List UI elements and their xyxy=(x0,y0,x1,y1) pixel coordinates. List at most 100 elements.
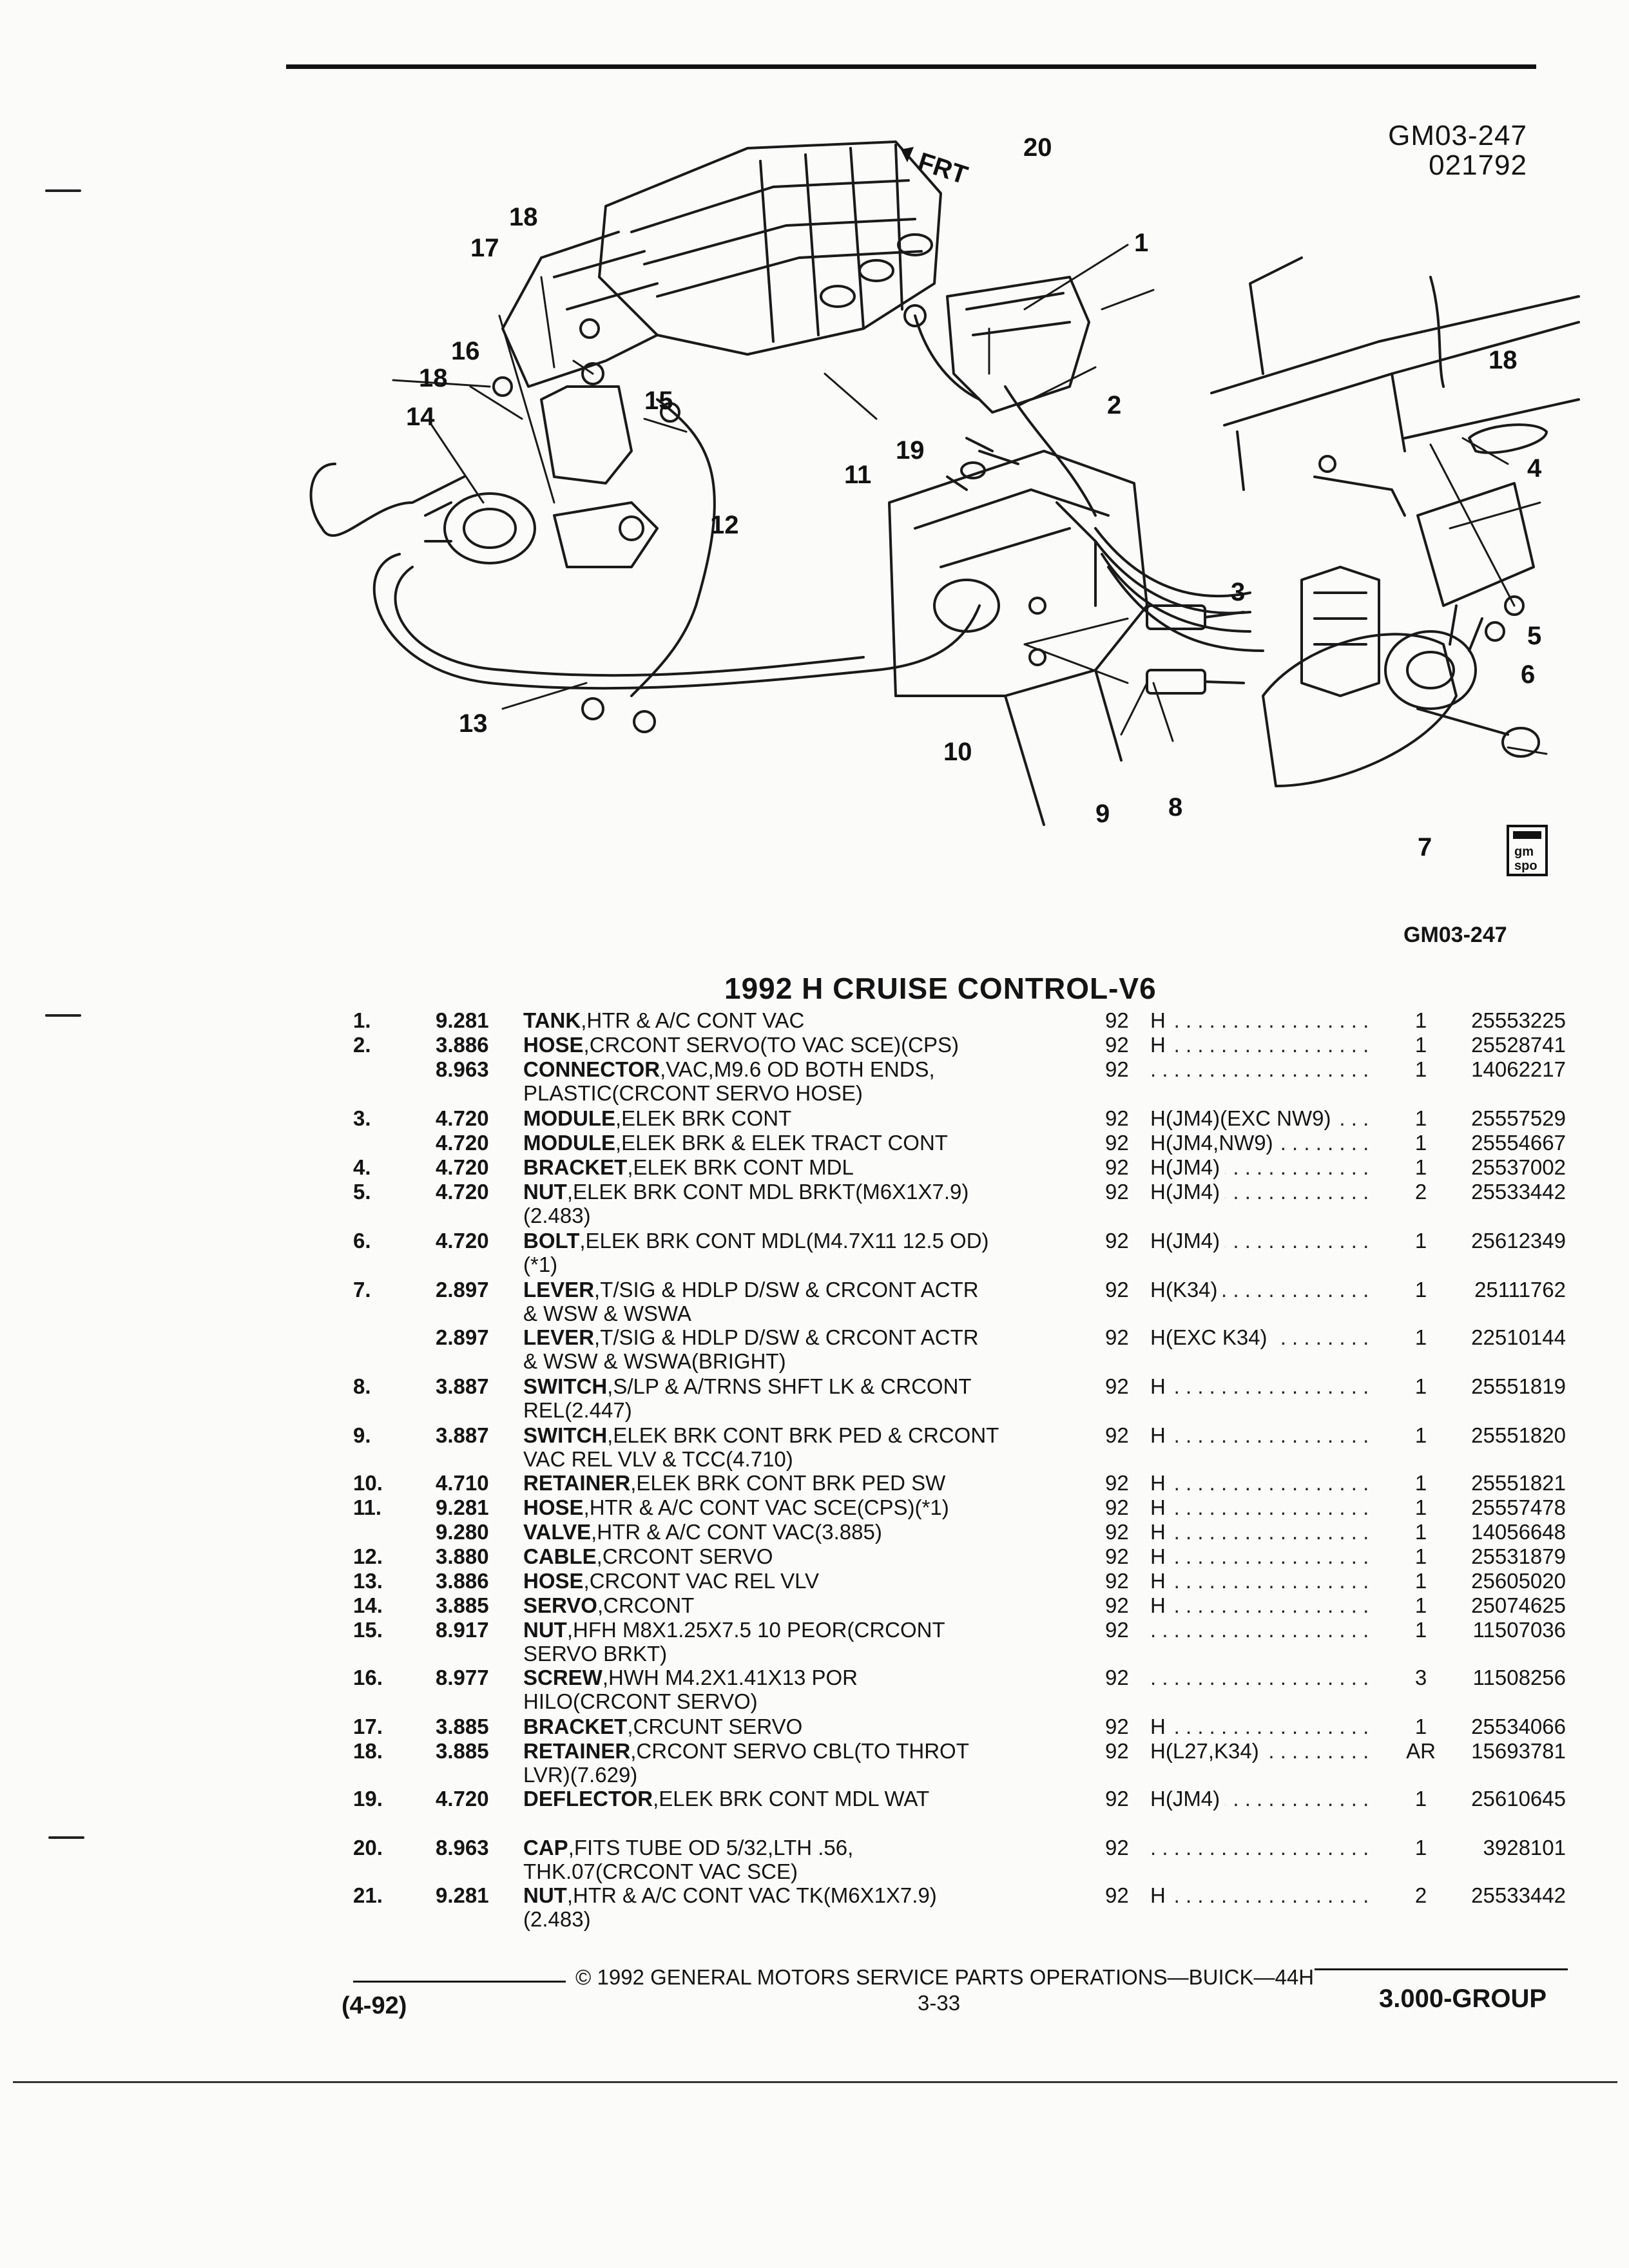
quantity: 1 xyxy=(1414,1057,1427,1081)
part-name: DEFLECTOR xyxy=(523,1787,653,1811)
quantity: 1 xyxy=(1414,1787,1427,1811)
model-year: 92 xyxy=(1105,1520,1129,1544)
badge-line-2: spo xyxy=(1514,859,1537,873)
quantity: 1 xyxy=(1414,1131,1427,1155)
model-year: 92 xyxy=(1105,1008,1129,1032)
part-description: HOSE,CRCONT VAC REL VLV xyxy=(523,1570,819,1593)
frt-label: FRT xyxy=(914,148,971,190)
model-year: 92 xyxy=(1105,1229,1129,1253)
footer-rule-left xyxy=(353,1981,566,1983)
dot-leader: . . . . . . . . . . . . . . . . . . . . … xyxy=(1150,1521,1369,1544)
margin-mark xyxy=(45,1014,81,1017)
engine-intake-manifold xyxy=(501,140,942,388)
model-code: H xyxy=(1150,1715,1171,1738)
part-description: CABLE,CRCONT SERVO xyxy=(523,1545,773,1568)
group-number: 3.887 xyxy=(436,1374,489,1398)
part-number: 3928101 xyxy=(1483,1836,1566,1860)
part-name: NUT xyxy=(523,1883,567,1907)
part-name: CABLE xyxy=(523,1544,597,1568)
dot-leader: . . . . . . . . . . . . . . . . . . . . … xyxy=(1150,1472,1369,1495)
ebcm-module xyxy=(1300,276,1548,697)
part-detail: ,ELEK BRK CONT MDL BRKT(M6X1X7.9) xyxy=(566,1180,969,1204)
callout-13: 13 xyxy=(459,709,488,738)
item-number: 7. xyxy=(353,1278,371,1302)
model-code: H xyxy=(1150,1033,1171,1057)
dot-leader: . . . . . . . . . . . . . . . . . . . . … xyxy=(1150,1375,1369,1398)
part-name: BRACKET xyxy=(523,1715,628,1738)
callout-10: 10 xyxy=(943,738,972,766)
callout-9: 9 xyxy=(1095,800,1110,828)
model-year: 92 xyxy=(1105,1715,1129,1738)
part-number: 25537002 xyxy=(1471,1155,1566,1179)
part-description: LEVER,T/SIG & HDLP D/SW & CRCONT ACTR xyxy=(523,1278,979,1302)
page-number: 3-33 xyxy=(918,1991,961,2015)
wiring-harness xyxy=(1094,527,1264,652)
part-detail: ,VAC,M9.6 OD BOTH ENDS, xyxy=(660,1057,935,1081)
item-number: 1. xyxy=(353,1008,371,1032)
part-description: MODULE,ELEK BRK & ELEK TRACT CONT xyxy=(523,1131,948,1155)
group-number: 8.963 xyxy=(436,1057,489,1081)
callout-19: 18 xyxy=(1489,346,1518,374)
part-description: SWITCH,ELEK BRK CONT BRK PED & CRCONT xyxy=(523,1424,999,1447)
group-number: 4.710 xyxy=(436,1471,489,1495)
model-code: H xyxy=(1150,1496,1171,1519)
part-number: 14062217 xyxy=(1471,1057,1566,1081)
part-detail: ,HTR & A/C CONT VAC TK(M6X1X7.9) xyxy=(566,1883,937,1907)
quantity: 1 xyxy=(1414,1569,1427,1593)
dot-leader: . . . . . . . . . . . . . . . . . . . . … xyxy=(1150,1496,1369,1519)
vacuum-tank xyxy=(903,276,1090,414)
part-name: BRACKET xyxy=(523,1155,628,1179)
part-name: MODULE xyxy=(523,1106,615,1130)
part-description: BRACKET,CRCUNT SERVO xyxy=(523,1715,802,1738)
model-year: 92 xyxy=(1105,1131,1129,1155)
group-number: 3.886 xyxy=(436,1569,489,1593)
model-code: H(JM4) xyxy=(1150,1787,1226,1811)
quantity: 1 xyxy=(1414,1106,1427,1130)
model-year: 92 xyxy=(1105,1374,1129,1398)
group-number: 4.720 xyxy=(436,1131,489,1155)
callout-2: 2 xyxy=(1107,391,1121,419)
part-number: 25531879 xyxy=(1471,1544,1566,1568)
part-detail: ,HFH M8X1.25X7.5 10 PEOR(CRCONT xyxy=(566,1618,945,1642)
dot-leader: . . . . . . . . . . . . . . . . . . . . … xyxy=(1150,1570,1369,1593)
part-description: SERVO,CRCONT xyxy=(523,1594,694,1617)
part-detail: ,FITS TUBE OD 5/32,LTH .56, xyxy=(568,1836,854,1860)
part-description: VALVE,HTR & A/C CONT VAC(3.885) xyxy=(523,1521,882,1544)
model-year: 92 xyxy=(1105,1739,1129,1763)
model-year: 92 xyxy=(1105,1883,1129,1907)
part-description: RETAINER,CRCONT SERVO CBL(TO THROT xyxy=(523,1740,969,1763)
group-number: 8.977 xyxy=(436,1666,489,1689)
part-name: NUT xyxy=(523,1618,567,1642)
quantity: 1 xyxy=(1414,1715,1427,1738)
item-number: 13. xyxy=(353,1569,383,1593)
part-name: HOSE xyxy=(523,1569,584,1593)
part-description: LEVER,T/SIG & HDLP D/SW & CRCONT ACTR xyxy=(523,1326,979,1349)
part-name: NUT xyxy=(523,1180,567,1204)
item-number: 5. xyxy=(353,1180,371,1204)
group-number: 3.886 xyxy=(436,1033,489,1057)
item-number: 17. xyxy=(353,1715,383,1738)
part-detail: ,ELEK BRK CONT MDL(M4.7X11 12.5 OD) xyxy=(579,1229,989,1253)
item-number: 8. xyxy=(353,1374,371,1398)
part-description-continued: PLASTIC(CRCONT SERVO HOSE) xyxy=(523,1081,863,1105)
group-number: 9.281 xyxy=(436,1495,489,1519)
dash-hvac-assembly xyxy=(888,450,1148,826)
quantity: 1 xyxy=(1414,1008,1427,1032)
quantity: 2 xyxy=(1414,1883,1427,1907)
frt-arrow-icon xyxy=(901,147,914,162)
part-detail: ,CRCUNT SERVO xyxy=(627,1715,803,1738)
badge-line-1: gm xyxy=(1514,845,1534,859)
part-name: SWITCH xyxy=(523,1423,608,1447)
group-number: 3.885 xyxy=(436,1739,489,1763)
group-number: 4.720 xyxy=(436,1787,489,1811)
part-detail: ,HTR & A/C CONT VAC SCE(CPS)(*1) xyxy=(583,1495,949,1519)
dot-leader: . . . . . . . . . . . . . . . . . . . . … xyxy=(1150,1009,1369,1032)
group-number: 9.281 xyxy=(436,1883,489,1907)
